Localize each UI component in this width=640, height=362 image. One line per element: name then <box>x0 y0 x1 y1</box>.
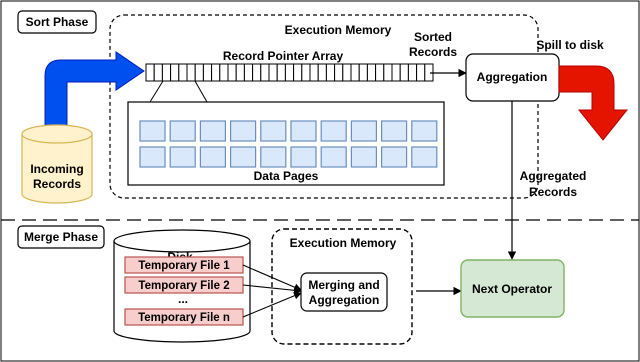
pointer-cell <box>219 63 229 82</box>
merging-label-2: Aggregation <box>309 293 380 307</box>
data-page <box>260 120 287 142</box>
incoming-records-cylinder: Incoming Records <box>21 124 93 204</box>
incoming-records-label-1: Incoming <box>30 162 83 176</box>
data-page <box>411 120 438 142</box>
pointer-cell <box>178 63 188 82</box>
incoming-arrow <box>44 51 145 130</box>
merging-aggregation-box: Merging and Aggregation <box>300 272 388 312</box>
pointer-cell <box>416 63 426 82</box>
pointer-cell <box>235 63 245 82</box>
sort-phase-title: Sort Phase <box>26 15 89 29</box>
sort-execution-memory <box>109 14 539 199</box>
pointer-cell <box>243 63 254 82</box>
data-page <box>320 146 347 168</box>
pointer-cell <box>391 63 401 82</box>
sorted-records-label-1: Sorted <box>414 30 452 44</box>
pointer-cell <box>366 63 377 82</box>
pointer-cell <box>407 63 418 82</box>
data-page <box>230 146 257 168</box>
pointer-link-left <box>149 80 164 103</box>
pointer-cell <box>342 63 352 82</box>
data-page <box>381 146 408 168</box>
data-page <box>169 146 196 168</box>
data-page <box>381 120 408 142</box>
aggregated-records-label-1: Aggregated <box>520 169 587 183</box>
aggregated-records-label-2: Records <box>529 185 577 199</box>
pointer-cell <box>334 63 344 82</box>
pointer-cell <box>153 63 163 82</box>
pointer-cell <box>211 63 221 82</box>
temporary-file-1-label: Temporary File 1 <box>138 260 230 272</box>
data-page <box>260 146 287 168</box>
temporary-file-2-label: Temporary File 2 <box>138 280 229 292</box>
file-n-arrow <box>242 292 302 318</box>
pointer-cell <box>383 63 393 82</box>
pointer-cell <box>161 63 172 82</box>
pointer-cell <box>186 63 196 82</box>
pointer-cell <box>260 63 270 82</box>
data-page <box>139 120 166 142</box>
pointer-cell <box>276 63 286 82</box>
data-pages-container <box>127 101 445 186</box>
pointer-cell <box>301 63 311 82</box>
pointer-cell <box>350 63 360 82</box>
temporary-file-1: Temporary File 1 <box>124 256 244 274</box>
pointer-cell <box>325 63 336 82</box>
file-2-arrow <box>242 284 302 295</box>
pointer-cell <box>227 63 237 82</box>
sort-execution-memory-label: Execution Memory <box>285 23 392 37</box>
data-page <box>169 120 196 142</box>
merge-execution-memory-label: Execution Memory <box>290 236 397 250</box>
sort-phase-tag: Sort Phase <box>17 10 97 34</box>
merge-execution-memory <box>271 228 413 345</box>
pointer-cell <box>202 63 213 82</box>
pointer-cell <box>317 63 327 82</box>
pointer-cell <box>194 63 204 82</box>
pointer-link-right <box>194 80 208 103</box>
temporary-file-n: Temporary File n <box>124 308 244 326</box>
data-pages-grid <box>139 120 438 168</box>
pointer-cell <box>293 63 303 82</box>
pointer-cell <box>284 63 295 82</box>
data-pages-label: Data Pages <box>254 169 319 183</box>
aggregation-box: Aggregation <box>465 53 560 102</box>
aggregation-label: Aggregation <box>477 70 548 84</box>
data-page <box>199 120 226 142</box>
record-pointer-array-label: Record Pointer Array <box>223 49 344 63</box>
data-page <box>290 146 317 168</box>
data-page <box>320 120 347 142</box>
spill-label: Spill to disk <box>536 38 604 52</box>
pointer-cell <box>399 63 409 82</box>
pointer-cell <box>170 63 180 82</box>
merging-label-1: Merging and <box>308 278 379 292</box>
data-page <box>411 146 438 168</box>
pointer-cell <box>252 63 262 82</box>
merge-phase-tag: Merge Phase <box>17 225 105 249</box>
temporary-file-2: Temporary File 2 <box>124 276 244 294</box>
temporary-file-n-label: Temporary File n <box>138 312 230 324</box>
pointer-cell <box>145 63 155 82</box>
temporary-file-ellipsis: ... <box>178 292 188 306</box>
merge-phase-title: Merge Phase <box>24 230 98 244</box>
data-page <box>350 120 377 142</box>
sorted-records-label-2: Records <box>409 45 457 59</box>
next-operator-label: Next Operator <box>472 282 552 296</box>
data-page <box>199 146 226 168</box>
record-pointer-array <box>145 63 434 82</box>
data-page <box>290 120 317 142</box>
pointer-cell <box>309 63 319 82</box>
next-operator-box: Next Operator <box>460 259 565 318</box>
spill-arrow <box>558 65 629 141</box>
pointer-cell <box>375 63 385 82</box>
data-page <box>139 146 166 168</box>
data-page <box>350 146 377 168</box>
pointer-cell <box>268 63 278 82</box>
data-page <box>230 120 257 142</box>
incoming-records-label-2: Records <box>33 177 81 191</box>
pointer-cell <box>358 63 368 82</box>
